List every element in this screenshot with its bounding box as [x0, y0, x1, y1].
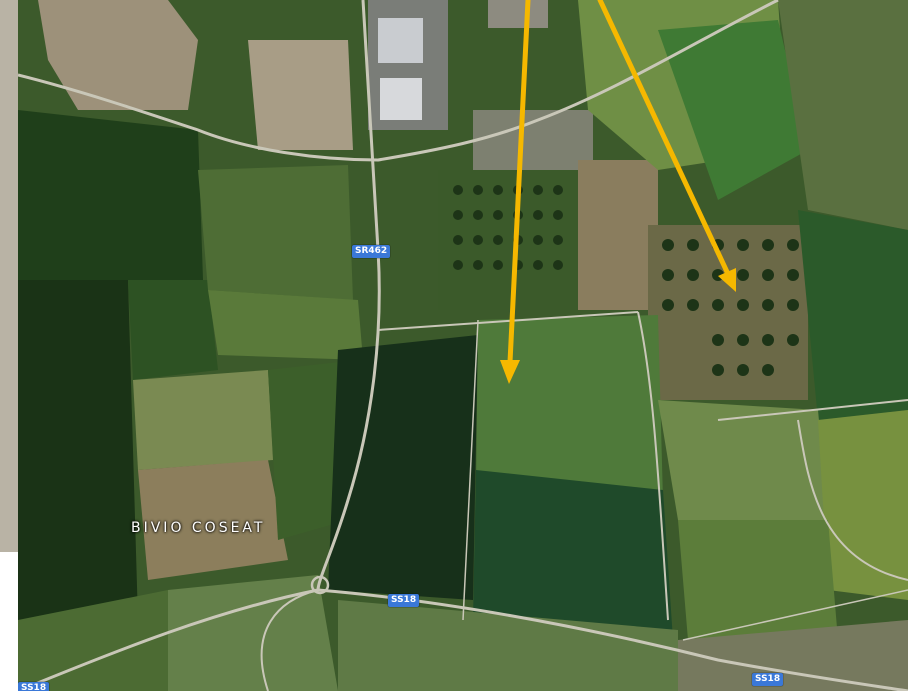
place-label-bivio-coseat: BIVIO COSEAT [131, 520, 266, 536]
field [338, 600, 678, 691]
field [818, 410, 908, 600]
olive-grove [648, 225, 808, 400]
vineyard [476, 315, 663, 500]
satellite-map[interactable]: BIVIO COSEAT SR462 SS18 SS18 SS18 [18, 0, 908, 691]
dark-field [328, 335, 478, 600]
road-sr462 [316, 0, 381, 591]
quarry-area [248, 40, 353, 150]
industrial-lot [473, 110, 593, 170]
road-right [797, 419, 908, 581]
roundabout [310, 575, 330, 595]
warehouse-roof [378, 18, 423, 63]
field [658, 400, 828, 520]
road-shield-ss18[interactable]: SS18 [388, 594, 420, 607]
field [208, 290, 363, 360]
field [18, 590, 168, 691]
dark-field [18, 280, 138, 620]
background-road [0, 0, 20, 552]
road-right [682, 589, 908, 641]
road-ss18 [18, 588, 908, 691]
field [198, 165, 353, 300]
gravel-area [38, 0, 198, 110]
farm-track [462, 319, 479, 621]
soil-field [138, 460, 288, 580]
village [678, 620, 908, 691]
field [778, 0, 908, 230]
road-shield-ss18[interactable]: SS18 [18, 682, 50, 691]
field [798, 210, 908, 420]
field [128, 280, 218, 380]
dark-field [473, 470, 673, 640]
road-shield-sr462[interactable]: SR462 [352, 245, 391, 258]
warehouse-roof [380, 78, 422, 120]
road-shield-ss18[interactable]: SS18 [752, 673, 784, 686]
road-field [637, 311, 669, 621]
soil-field [578, 160, 658, 310]
road-branch [260, 589, 319, 691]
field [133, 370, 273, 470]
field [168, 575, 338, 691]
field [678, 520, 838, 640]
industrial-lot [488, 0, 548, 28]
forest [18, 110, 203, 280]
satellite-imagery [18, 0, 908, 691]
road-right [717, 399, 908, 421]
